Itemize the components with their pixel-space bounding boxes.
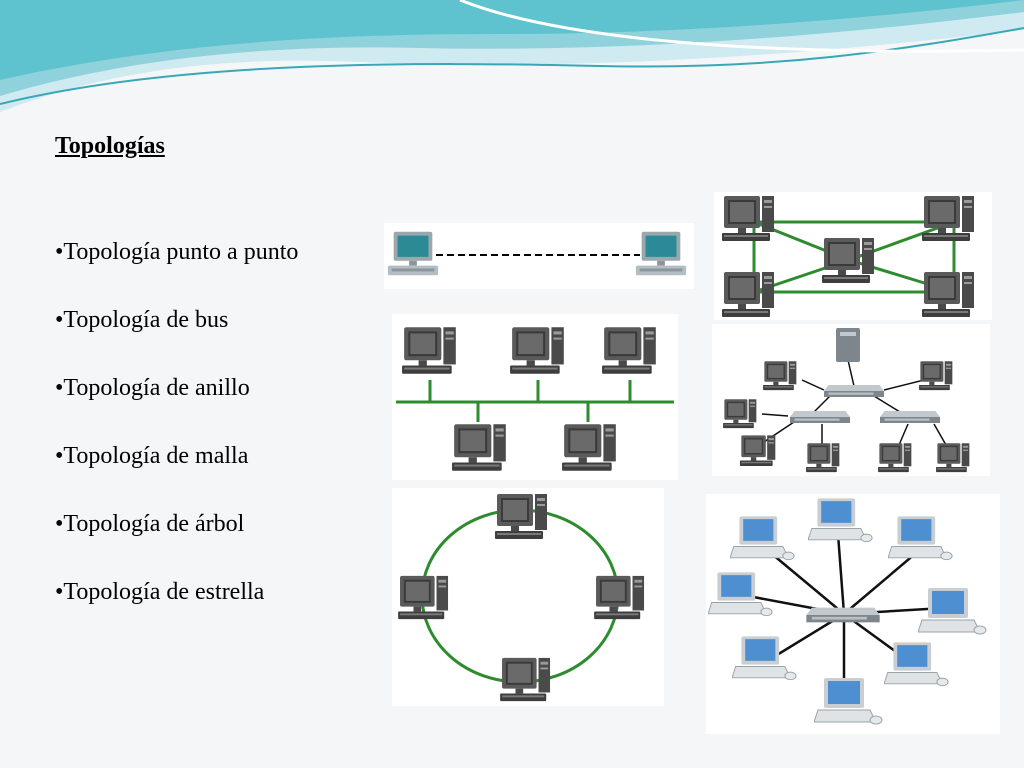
- bullet-malla: Topología de malla: [55, 436, 298, 504]
- bullet-arbol: Topología de árbol: [55, 504, 298, 572]
- star-diagram: [706, 494, 1000, 734]
- mesh-diagram: [714, 192, 992, 320]
- laptop-computer-icon: [732, 635, 797, 681]
- desktop-computer-icon: [739, 435, 776, 466]
- laptop-computer-icon: [814, 677, 883, 725]
- desktop-computer-icon: [635, 231, 687, 276]
- desktop-computer-icon: [594, 575, 645, 620]
- laptop-computer-icon: [708, 571, 773, 617]
- network-switch-icon: [806, 607, 880, 623]
- desktop-computer-icon: [763, 361, 797, 391]
- topology-list: Topología punto a punto Topología de bus…: [55, 232, 298, 640]
- desktop-computer-icon: [936, 443, 970, 473]
- desktop-computer-icon: [922, 272, 974, 317]
- server-icon: [836, 328, 860, 362]
- network-switch-icon: [880, 411, 940, 423]
- desktop-computer-icon: [922, 196, 974, 241]
- laptop-computer-icon: [918, 587, 987, 635]
- desktop-computer-icon: [402, 327, 456, 374]
- bullet-bus: Topología de bus: [55, 300, 298, 368]
- desktop-computer-icon: [723, 399, 757, 429]
- laptop-computer-icon: [808, 497, 873, 543]
- bullet-estrella: Topología de estrella: [55, 572, 298, 640]
- desktop-computer-icon: [602, 327, 656, 374]
- laptop-computer-icon: [888, 515, 953, 561]
- desktop-computer-icon: [562, 424, 616, 471]
- slide-title: Topologías: [55, 133, 165, 159]
- network-switch-icon: [790, 411, 850, 423]
- bullet-punto-a-punto: Topología punto a punto: [55, 232, 298, 300]
- point-to-point-diagram: [384, 223, 694, 289]
- desktop-computer-icon: [510, 327, 564, 374]
- desktop-computer-icon: [722, 272, 774, 317]
- desktop-computer-icon: [919, 361, 953, 391]
- desktop-computer-icon: [398, 575, 449, 620]
- tree-diagram: [712, 324, 990, 476]
- bus-diagram: [392, 314, 678, 480]
- laptop-computer-icon: [730, 515, 795, 561]
- desktop-computer-icon: [878, 443, 912, 473]
- laptop-computer-icon: [884, 641, 949, 687]
- desktop-computer-icon: [495, 494, 547, 539]
- desktop-computer-icon: [722, 196, 774, 241]
- desktop-computer-icon: [500, 657, 551, 702]
- desktop-computer-icon: [806, 443, 840, 473]
- bullet-anillo: Topología de anillo: [55, 368, 298, 436]
- network-switch-icon: [824, 385, 884, 397]
- desktop-computer-icon: [822, 238, 874, 283]
- header-wave-decoration: [0, 0, 1024, 112]
- ring-diagram: [392, 488, 664, 706]
- desktop-computer-icon: [452, 424, 506, 471]
- desktop-computer-icon: [387, 231, 439, 276]
